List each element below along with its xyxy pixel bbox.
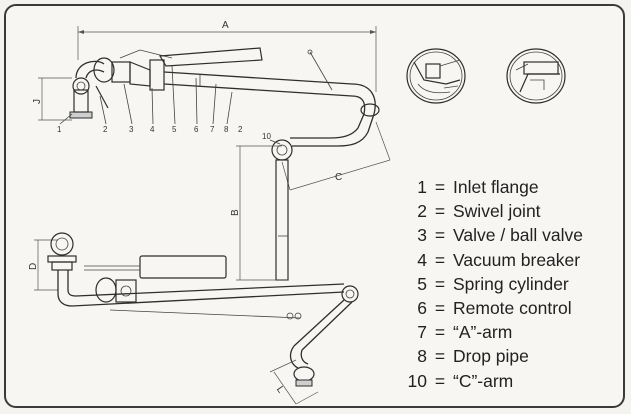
part-number: 5 — [172, 125, 177, 134]
dimension-l-label: L — [274, 384, 286, 395]
part-number: 2 — [238, 125, 243, 134]
legend-equals: = — [434, 298, 446, 319]
dimension-j-label: J — [32, 99, 43, 104]
legend-number: 6 — [417, 298, 427, 319]
a-arm-top — [163, 49, 380, 117]
part-number: 4 — [150, 125, 155, 134]
legend-label: Swivel joint — [453, 201, 541, 222]
side-view-arm — [47, 232, 359, 387]
legend-number: 3 — [417, 225, 427, 246]
legend-equals: = — [434, 177, 446, 197]
dimension-a: A — [77, 20, 377, 92]
legend-item: 8 = Drop pipe — [405, 344, 620, 368]
legend-equals: = — [434, 322, 446, 343]
legend-label: Inlet flange — [453, 177, 539, 197]
legend-label: Vacuum breaker — [453, 249, 581, 270]
legend-number: 10 — [407, 370, 427, 391]
part-number: 8 — [224, 125, 229, 134]
part-number: 3 — [129, 125, 134, 134]
legend-number: 4 — [417, 249, 427, 270]
legend-label: Valve / ball valve — [453, 225, 584, 246]
parts-legend: 1 = Inlet flange 2 = Swivel joint 3 = Valve / … — [405, 175, 620, 393]
legend-equals: = — [434, 225, 446, 246]
legend-label: Drop pipe — [453, 346, 529, 367]
drop-pipe-top — [275, 159, 289, 281]
legend-item: 2 = Swivel joint — [405, 199, 620, 223]
legend-item: 7 = “A”-arm — [405, 320, 620, 344]
inlet-flange-top — [69, 60, 105, 119]
legend-label: Remote control — [453, 298, 572, 319]
legend-number: 2 — [417, 201, 427, 222]
legend-number: 5 — [417, 273, 427, 294]
part-number: 7 — [210, 125, 215, 134]
part-number: 6 — [194, 125, 199, 134]
c-arm-top — [271, 113, 375, 161]
legend-equals: = — [434, 273, 446, 294]
legend-item: 1 = Inlet flange — [405, 175, 620, 199]
legend-label: Spring cylinder — [453, 273, 569, 294]
dimension-c-label: C — [335, 172, 342, 183]
legend-number: 7 — [417, 322, 427, 343]
dimension-c: C — [281, 121, 391, 191]
legend-equals: = — [434, 346, 446, 367]
dimension-j: J — [32, 77, 72, 121]
part-number: 2 — [103, 125, 108, 134]
legend-equals: = — [434, 370, 446, 391]
dimension-a-label: A — [222, 20, 229, 31]
part-number-labels: 1 2 3 4 5 6 7 8 2 10 — [57, 65, 281, 145]
dimension-d: D — [28, 239, 58, 291]
dimension-d-label: D — [28, 263, 39, 270]
legend-label: “A”-arm — [453, 322, 513, 343]
legend-item: 5 = Spring cylinder — [405, 272, 620, 296]
dimension-b: B — [230, 145, 288, 281]
detail-circle-left — [406, 48, 466, 104]
diagram-frame — [4, 4, 625, 408]
legend-item: 6 = Remote control — [405, 296, 620, 320]
detail-circle-right — [506, 48, 566, 104]
part-number: 10 — [262, 132, 271, 141]
legend-item: 10 = “C”-arm — [405, 369, 620, 393]
legend-number: 1 — [417, 177, 427, 197]
legend-equals: = — [434, 201, 446, 222]
part-number: 1 — [57, 125, 62, 134]
swivel-valve-top — [93, 47, 263, 109]
dimension-b-label: B — [230, 209, 241, 216]
legend-equals: = — [434, 249, 446, 270]
legend-label: “C”-arm — [453, 370, 514, 391]
dimension-l: L — [269, 359, 319, 405]
legend-item: 4 = Vacuum breaker — [405, 248, 620, 272]
legend-number: 8 — [417, 346, 427, 367]
legend-item: 3 = Valve / ball valve — [405, 223, 620, 247]
